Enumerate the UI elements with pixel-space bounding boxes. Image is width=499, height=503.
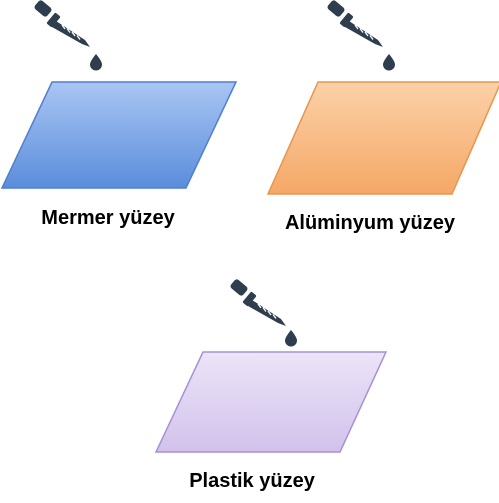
water-drop-icon	[285, 330, 297, 347]
marble-surface	[0, 81, 238, 189]
dropper-icon	[34, 0, 90, 47]
marble-surface-label: Mermer yüzey	[41, 207, 175, 229]
plastic-surface	[154, 351, 388, 453]
water-drop-icon	[90, 54, 102, 71]
aluminium-surface-label: Alüminyum yüzey	[285, 212, 456, 234]
aluminium-surface-group: Alüminyum yüzey	[266, 0, 499, 234]
marble-surface-group: Mermer yüzey	[0, 0, 238, 229]
aluminium-surface	[266, 81, 499, 195]
dropper-icon	[230, 279, 286, 326]
water-drop-icon	[383, 54, 395, 71]
dropper-icon	[327, 0, 383, 47]
plastic-surface-group: Plastik yüzey	[154, 279, 388, 492]
plastic-surface-label: Plastik yüzey	[189, 470, 316, 492]
